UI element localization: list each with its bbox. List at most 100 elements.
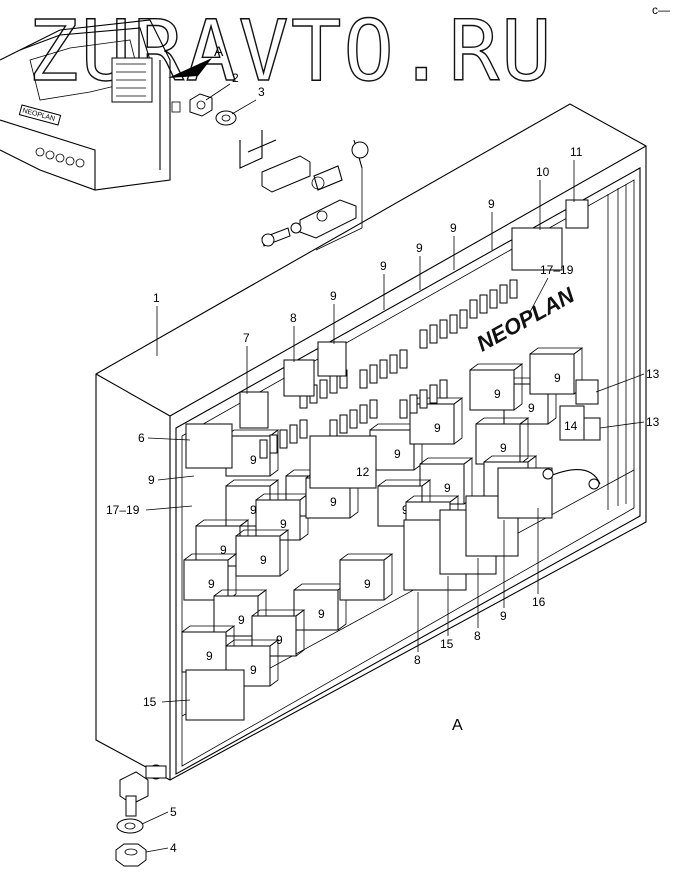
callout-1: 1 bbox=[153, 291, 160, 305]
relay-block: 9 bbox=[255, 493, 310, 541]
view-arrow-label: A bbox=[214, 43, 224, 59]
view-arrow bbox=[168, 58, 212, 78]
callout-8-bottom: 8 bbox=[414, 653, 421, 667]
relay-label: 9 bbox=[434, 421, 441, 435]
component-13a bbox=[575, 379, 599, 405]
relay-block: 9 bbox=[213, 589, 268, 637]
callout-13-b: 13 bbox=[646, 415, 660, 429]
callout-17-19-left: 17–19 bbox=[106, 503, 140, 517]
fuse bbox=[319, 379, 328, 399]
callout-15-mid: 15 bbox=[440, 637, 454, 651]
fuse bbox=[329, 374, 338, 394]
callout-9-e: 9 bbox=[488, 197, 495, 211]
callout-3: 3 bbox=[258, 85, 265, 99]
callout-12: 12 bbox=[356, 465, 370, 479]
callout-8-right: 8 bbox=[474, 629, 481, 643]
fuse bbox=[429, 384, 438, 404]
relay-block: 9 bbox=[225, 639, 280, 687]
watermark-text: ZURAVTO.RU bbox=[28, 2, 554, 100]
fuse bbox=[489, 289, 498, 309]
relay-block: 9 bbox=[339, 553, 394, 601]
relay-block: 9 bbox=[475, 417, 530, 465]
callout-13-a: 13 bbox=[646, 367, 660, 381]
fuse bbox=[439, 379, 448, 399]
relay-block: 9 bbox=[529, 347, 584, 395]
relay-block: 9 bbox=[251, 609, 306, 657]
fuse bbox=[259, 439, 268, 459]
callout-4: 4 bbox=[170, 841, 177, 855]
fuse bbox=[419, 389, 428, 409]
component-10 bbox=[511, 227, 563, 271]
component-6 bbox=[185, 423, 233, 469]
fuse bbox=[299, 419, 308, 439]
callout-15-left: 15 bbox=[143, 695, 157, 709]
fuse bbox=[469, 299, 478, 319]
fuse bbox=[369, 399, 378, 419]
callout-11: 11 bbox=[570, 145, 583, 159]
callout-8-top: 8 bbox=[290, 311, 297, 325]
fuse bbox=[459, 309, 468, 329]
component-14 bbox=[559, 405, 585, 441]
brand-text: NEOPLAN bbox=[472, 282, 579, 357]
corner-mark: c— bbox=[652, 3, 670, 17]
callout-9-b: 9 bbox=[380, 259, 387, 273]
fuse bbox=[399, 399, 408, 419]
callout-17-19-top: 17–19 bbox=[540, 263, 574, 277]
callout-6: 6 bbox=[138, 431, 145, 445]
mounting-hardware-top bbox=[189, 93, 369, 251]
fuse bbox=[369, 364, 378, 384]
bus-headlights bbox=[35, 147, 85, 168]
relay-label: 9 bbox=[528, 401, 535, 415]
relay-label: 9 bbox=[250, 453, 257, 467]
fuse bbox=[349, 409, 358, 429]
component-8-top bbox=[283, 359, 315, 397]
relay-label: 9 bbox=[280, 517, 287, 531]
callout-9-d: 9 bbox=[450, 221, 457, 235]
fuse bbox=[389, 354, 398, 374]
fuse bbox=[329, 419, 338, 439]
relay-label: 9 bbox=[394, 447, 401, 461]
mounting-hardware-bottom bbox=[115, 771, 149, 867]
fuse bbox=[379, 359, 388, 379]
fuse bbox=[399, 349, 408, 369]
fuse bbox=[359, 369, 368, 389]
relay-label: 9 bbox=[318, 607, 325, 621]
callout-7: 7 bbox=[243, 331, 250, 345]
fuse bbox=[509, 279, 518, 299]
relay-label: 9 bbox=[444, 481, 451, 495]
fuse bbox=[499, 284, 508, 304]
callout-16: 16 bbox=[532, 595, 546, 609]
fuse bbox=[429, 324, 438, 344]
fuse bbox=[359, 404, 368, 424]
fuse bbox=[279, 429, 288, 449]
component-7 bbox=[239, 391, 269, 429]
callout-9-g: 9 bbox=[500, 609, 507, 623]
component-15-left bbox=[185, 669, 245, 721]
callout-2: 2 bbox=[232, 71, 239, 85]
fuse bbox=[419, 329, 428, 349]
relay-label: 9 bbox=[494, 387, 501, 401]
callout-labels: 1 2 3 4 5 6 7 8 9 9 9 9 9 9 10 11 12 13 … bbox=[106, 71, 660, 855]
callout-9-c: 9 bbox=[416, 241, 423, 255]
callout-10: 10 bbox=[536, 165, 550, 179]
relay-label: 9 bbox=[238, 613, 245, 627]
fuse bbox=[289, 424, 298, 444]
component-12 bbox=[309, 435, 377, 489]
callout-14: 14 bbox=[564, 419, 578, 433]
relay-label: 9 bbox=[260, 553, 267, 567]
fuse bbox=[439, 319, 448, 339]
relay-block: 9 bbox=[409, 397, 464, 445]
relay-label: 9 bbox=[220, 543, 227, 557]
relay-block: 9 bbox=[293, 583, 348, 631]
relay-label: 9 bbox=[554, 371, 561, 385]
component-11 bbox=[565, 199, 589, 229]
relay-block: 9 bbox=[419, 457, 474, 505]
relay-label: 9 bbox=[206, 649, 213, 663]
relay-block: 9 bbox=[183, 553, 238, 601]
callout-9-f: 9 bbox=[148, 473, 155, 487]
relay-label: 9 bbox=[250, 503, 257, 517]
callout-5: 5 bbox=[170, 805, 177, 819]
fuse bbox=[339, 414, 348, 434]
callout-9-a: 9 bbox=[330, 289, 337, 303]
relay-label: 9 bbox=[500, 441, 507, 455]
